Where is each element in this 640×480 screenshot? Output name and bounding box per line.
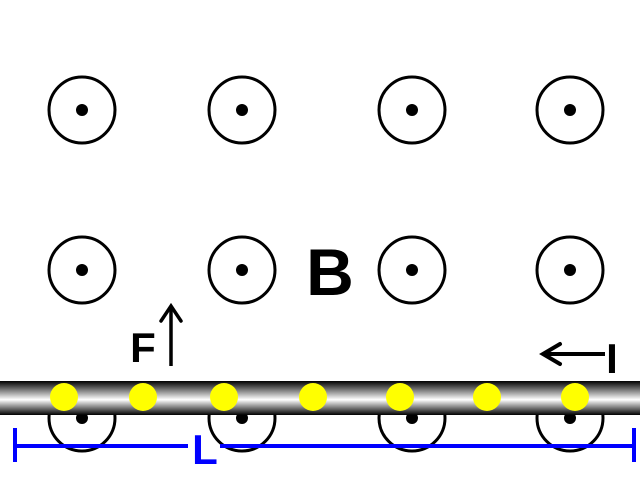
charge-dot [386, 383, 414, 411]
length-label: L [192, 426, 218, 473]
field-out-of-page-symbol [377, 75, 447, 145]
charge-dot [50, 383, 78, 411]
force-arrow [159, 302, 183, 366]
field-out-of-page-symbol [207, 75, 277, 145]
field-out-of-page-symbol [535, 75, 605, 145]
force-label: F [130, 324, 156, 371]
charge-dot [561, 383, 589, 411]
field-out-of-page-symbol [47, 75, 117, 145]
charge-dot [129, 383, 157, 411]
field-out-of-page-symbol [47, 235, 117, 305]
current-label: I [606, 335, 618, 382]
current-arrow [539, 342, 605, 366]
wire-charges [50, 383, 589, 411]
charge-dot [210, 383, 238, 411]
field-out-of-page-symbol [535, 235, 605, 305]
field-symbol-grid [47, 75, 605, 453]
charge-dot [299, 383, 327, 411]
length-measure [13, 428, 636, 462]
field-out-of-page-symbol [207, 235, 277, 305]
charge-dot [473, 383, 501, 411]
field-out-of-page-symbol [377, 235, 447, 305]
field-label: B [306, 235, 354, 309]
